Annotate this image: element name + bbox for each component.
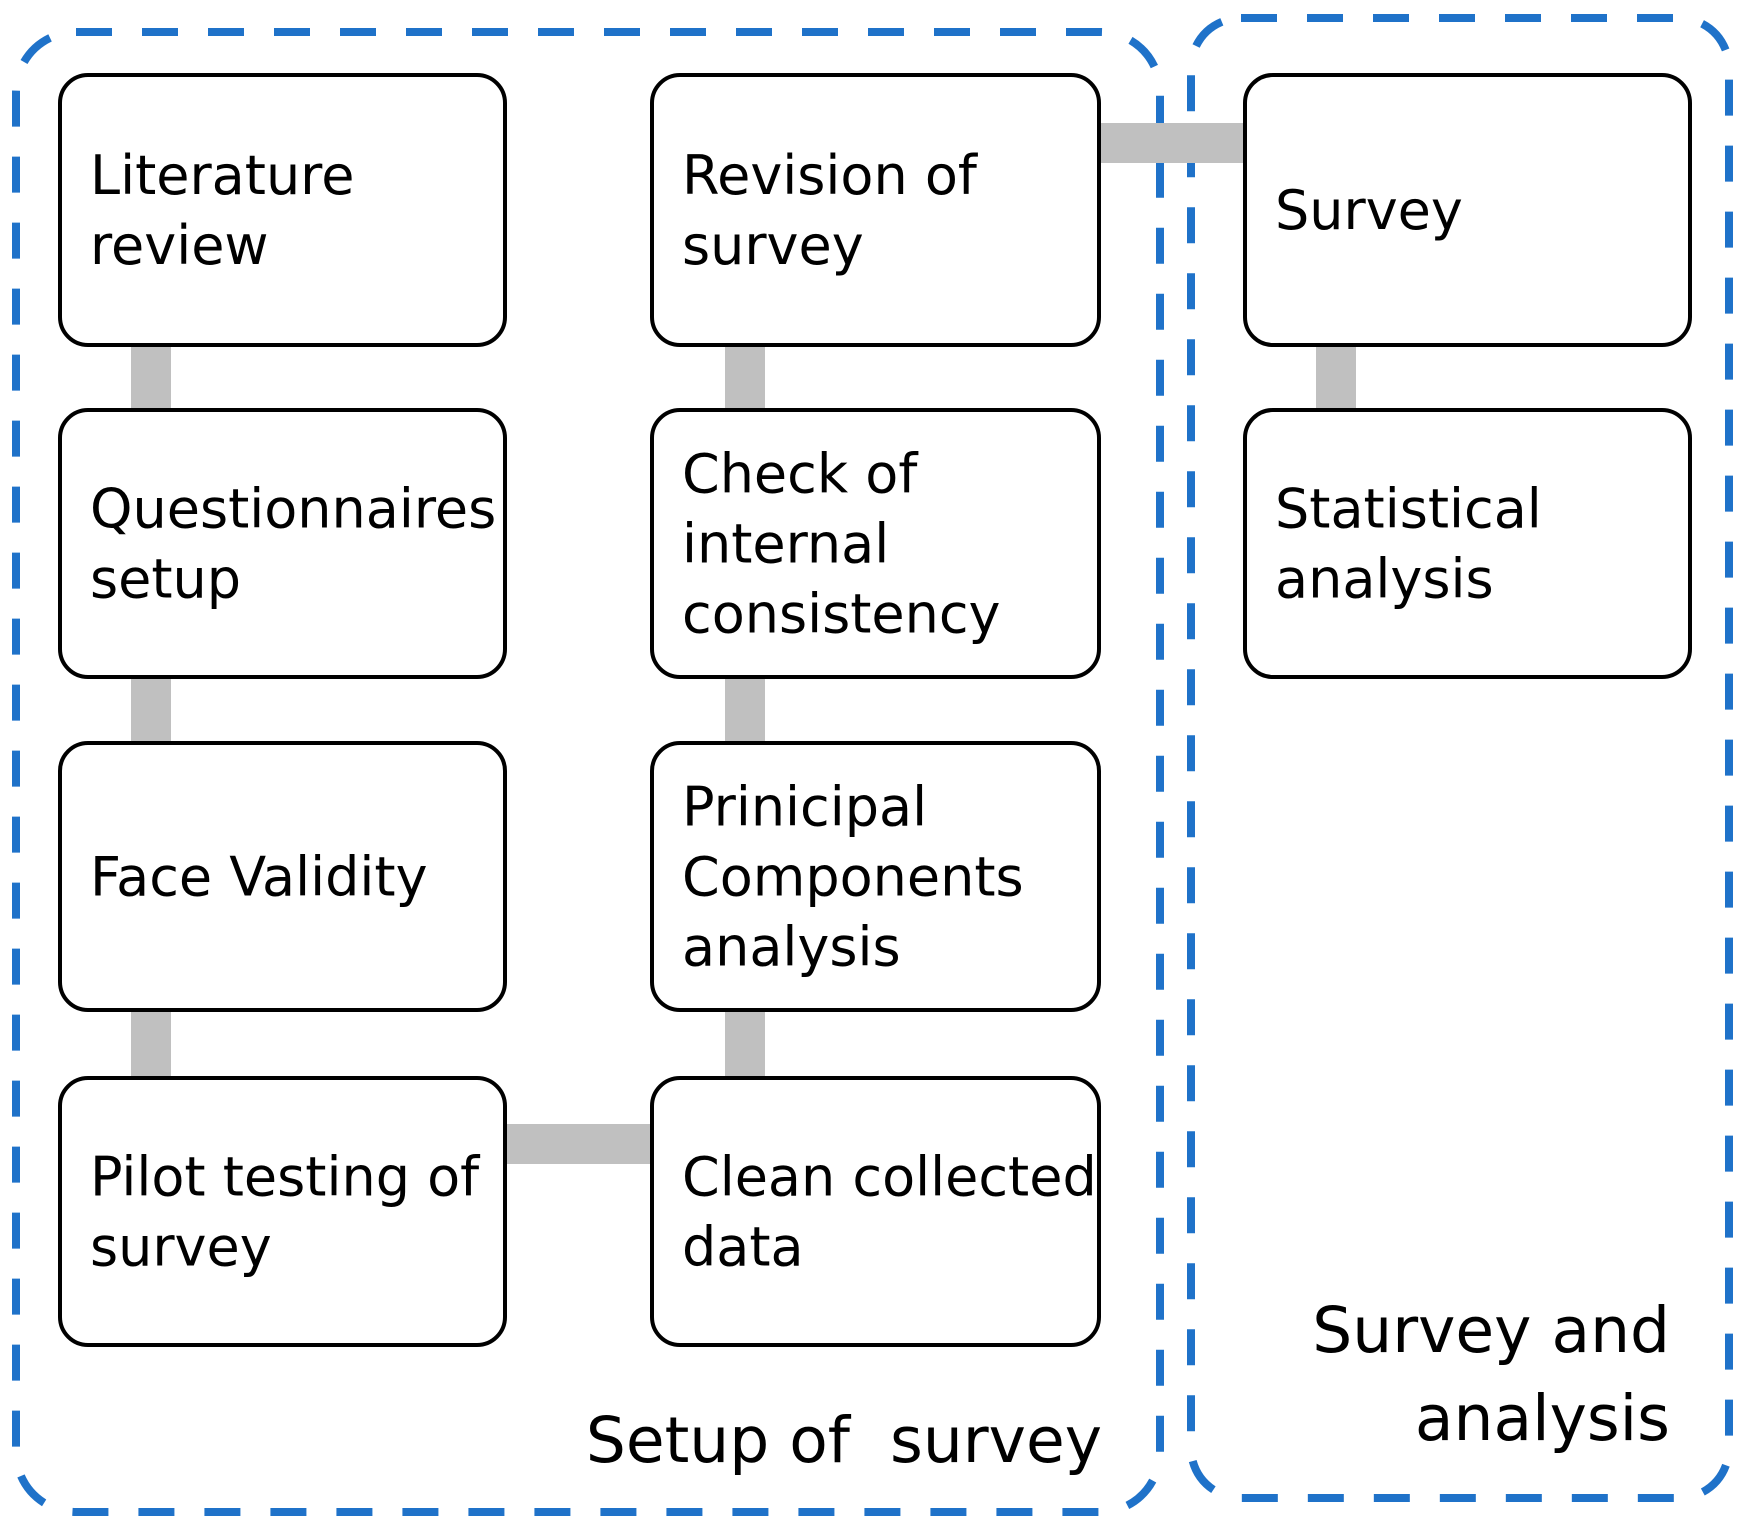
node-box: [58, 73, 507, 347]
node-label-line: Literature: [90, 144, 354, 207]
node-label-line: Statistical: [1275, 478, 1542, 541]
node-label: Pilot testing of survey: [90, 1146, 481, 1279]
node-box: [1243, 73, 1692, 347]
node-box: [58, 408, 507, 679]
node-statistical: Statistical analysis: [1243, 408, 1692, 679]
group-analysis-border: [1187, 14, 1733, 1502]
node-label-line: analysis: [682, 916, 901, 979]
node-box: [650, 408, 1101, 679]
node-label: Survey: [1275, 179, 1463, 242]
node-questionnaires: Questionnaires setup: [58, 408, 507, 679]
node-label: Statistical analysis: [1275, 478, 1542, 611]
node-label-line: Prinicipal: [682, 776, 927, 839]
node-box: [1243, 408, 1692, 679]
node-label-line: Check of: [682, 443, 919, 506]
node-label: Literature review: [90, 144, 354, 277]
node-box: [58, 741, 507, 1012]
node-label-line: review: [90, 214, 269, 277]
node-box: [650, 1076, 1101, 1347]
node-box: [58, 1076, 507, 1347]
node-consistency: Check of internal consistency: [650, 408, 1101, 679]
node-box: [650, 73, 1101, 347]
node-label-line: Components: [682, 846, 1024, 909]
node-label: Revision of survey: [682, 144, 979, 277]
node-label-line: Clean collected: [682, 1146, 1097, 1209]
node-label-line: survey: [682, 214, 864, 277]
node-label-line: analysis: [1275, 548, 1494, 611]
node-clean: Clean collected data: [650, 1076, 1101, 1347]
group-label-line: Survey and: [1312, 1294, 1670, 1367]
node-survey: Survey: [1243, 73, 1692, 347]
node-label: Clean collected data: [682, 1146, 1097, 1279]
node-label-line: consistency: [682, 583, 1001, 646]
node-revision: Revision of survey: [650, 73, 1101, 347]
node-label-line: Face Validity: [90, 846, 428, 909]
group-label-line: analysis: [1415, 1382, 1670, 1455]
node-face: Face Validity: [58, 741, 507, 1012]
node-label-line: Revision of: [682, 144, 979, 207]
node-label-line: Pilot testing of: [90, 1146, 481, 1209]
node-pilot: Pilot testing of survey: [58, 1076, 507, 1347]
group-setup-border: [12, 28, 1164, 1516]
group-setup-label: Setup of survey: [586, 1404, 1102, 1477]
node-label-line: Questionnaires: [90, 478, 496, 541]
node-label-line: Survey: [1275, 179, 1463, 242]
node-label: Questionnaires setup: [90, 478, 496, 611]
node-label-line: survey: [90, 1216, 272, 1279]
group-analysis-label: Survey and analysis: [1312, 1294, 1670, 1455]
node-label-line: data: [682, 1216, 804, 1279]
node-label: Check of internal consistency: [682, 443, 1001, 646]
node-label: Face Validity: [90, 846, 428, 909]
node-literature: Literature review: [58, 73, 507, 347]
group-label-line: Setup of survey: [586, 1404, 1102, 1477]
node-label-line: internal: [682, 513, 889, 576]
node-label-line: setup: [90, 548, 241, 611]
node-box: [650, 741, 1101, 1012]
